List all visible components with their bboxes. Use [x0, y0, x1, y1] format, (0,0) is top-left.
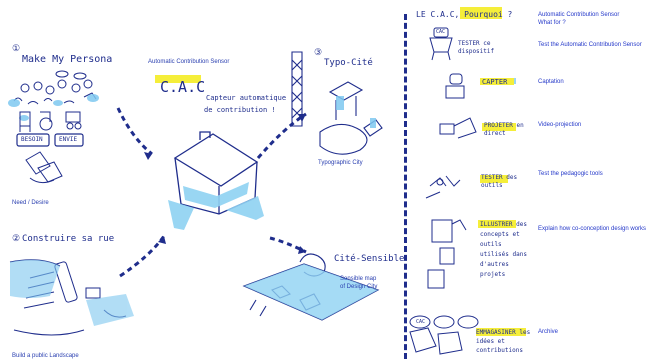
- question-title: LE C.A.C, Pourquoi ?: [416, 10, 512, 19]
- tools-icon: [426, 176, 460, 198]
- row5-desc: Explain how co-conception design works: [538, 226, 646, 233]
- row2-desc: Captation: [538, 79, 564, 86]
- row3-hand: PROJETER en direct: [484, 122, 530, 138]
- row4-hand: TESTER des outils: [481, 174, 523, 190]
- projector-icon: [440, 118, 476, 138]
- row2-hand: CAPTER: [482, 78, 507, 86]
- row4-desc: Test the pedagogic tools: [538, 171, 603, 178]
- head-desc-line1: Automatic Contribution Sensor: [538, 12, 619, 19]
- row1-desc: Test the Automatic Contribution Sensor: [538, 42, 646, 49]
- head-desc-line2: What for ?: [538, 20, 566, 27]
- row3-desc: Video-projection: [538, 122, 581, 129]
- row5-hand: ILLUSTRER des concepts et outils utilisé…: [480, 220, 532, 280]
- cac-icon-label: CAC: [436, 29, 445, 35]
- archive-icon-label: CAC: [416, 319, 425, 325]
- row1-hand: TESTER ce dispositif: [458, 40, 518, 56]
- row6-hand: EMMAGASINER les idées et contributions: [476, 328, 534, 355]
- concepts-icon: [428, 220, 466, 288]
- camera-icon: [446, 74, 464, 98]
- row6-desc: Archive: [538, 329, 558, 336]
